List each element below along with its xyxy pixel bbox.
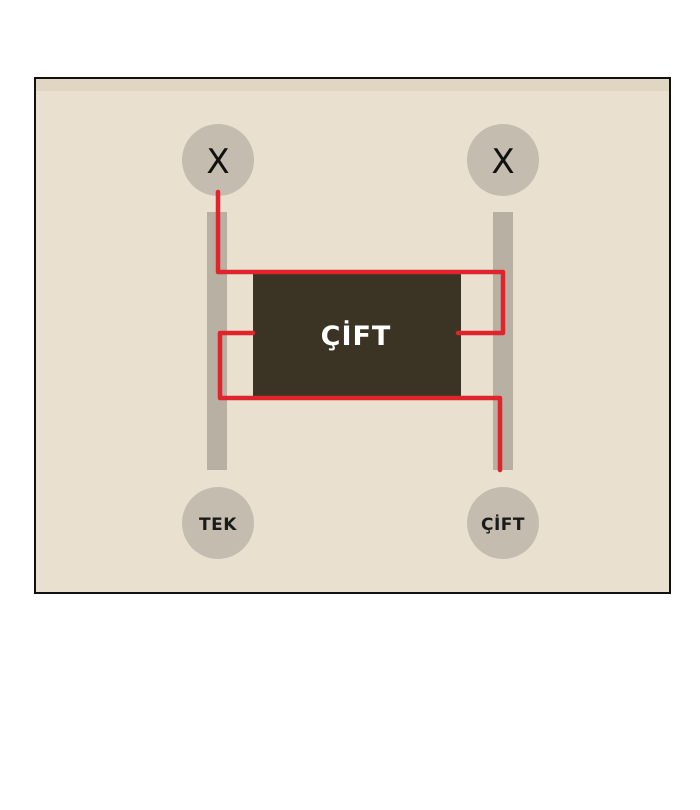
node-top-left-circle: [182, 124, 254, 196]
node-top-right: X: [467, 124, 539, 196]
center-box-label: ÇİFT: [321, 320, 392, 352]
left-rail: [207, 212, 227, 470]
node-bottom-right-label: ÇİFT: [481, 513, 525, 535]
node-bottom-left: TEK: [182, 487, 254, 559]
panel-top-band: [36, 79, 669, 91]
red-wire-path: [215, 189, 506, 473]
node-bottom-left-circle: [182, 487, 254, 559]
node-bottom-right: ÇİFT: [467, 487, 539, 559]
node-top-right-label: X: [491, 142, 514, 182]
right-rail: [493, 212, 513, 470]
node-top-right-circle: [467, 124, 539, 196]
node-top-left-label: X: [206, 142, 229, 182]
node-bottom-right-circle: [467, 487, 539, 559]
node-top-left: X: [182, 124, 254, 196]
node-bottom-left-label: TEK: [199, 515, 237, 535]
center-box: [253, 272, 461, 398]
